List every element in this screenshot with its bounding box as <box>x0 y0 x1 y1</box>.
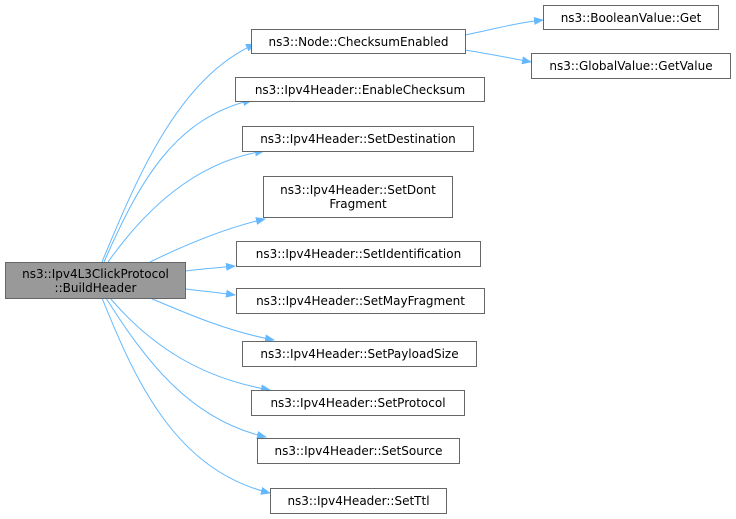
node-setsource[interactable]: ns3::Ipv4Header::SetSource <box>257 438 460 464</box>
node-setsource-label: ns3::Ipv4Header::SetSource <box>274 444 443 458</box>
node-checksumenabled-label: ns3::Node::ChecksumEnabled <box>268 34 449 49</box>
edge-root-setmayfragment <box>185 288 236 298</box>
node-setdestination[interactable]: ns3::Ipv4Header::SetDestination <box>242 126 474 152</box>
node-setmayfragment-label: ns3::Ipv4Header::SetMayFragment <box>256 294 465 308</box>
node-booleanvalue-get[interactable]: ns3::BooleanValue::Get <box>543 5 719 30</box>
node-enablechecksum[interactable]: ns3::Ipv4Header::EnableChecksum <box>235 77 485 102</box>
node-root-buildheader: ns3::Ipv4L3ClickProtocol ::BuildHeader <box>5 262 186 299</box>
edge-root-checksumenabled <box>101 43 256 263</box>
edge-root-setdestination <box>107 148 265 263</box>
node-setttl-label: ns3::Ipv4Header::SetTtl <box>287 494 430 508</box>
edge-root-setsource <box>105 297 267 439</box>
node-globalvalue-getvalue-label: ns3::GlobalValue::GetValue <box>549 59 713 73</box>
node-setdestination-label: ns3::Ipv4Header::SetDestination <box>260 132 456 146</box>
node-setmayfragment[interactable]: ns3::Ipv4Header::SetMayFragment <box>236 288 485 314</box>
edge-root-setdontfragment <box>149 217 266 263</box>
node-setprotocol[interactable]: ns3::Ipv4Header::SetProtocol <box>251 390 465 416</box>
node-setdontfragment-line1: ns3::Ipv4Header::SetDont <box>280 183 436 197</box>
node-setdontfragment-line2: Fragment <box>329 197 387 211</box>
node-setprotocol-label: ns3::Ipv4Header::SetProtocol <box>270 396 446 410</box>
node-setidentification-label: ns3::Ipv4Header::SetIdentification <box>255 247 462 261</box>
node-booleanvalue-get-label: ns3::BooleanValue::Get <box>560 10 702 25</box>
edge-root-setpayloadsize <box>149 297 275 343</box>
node-setpayloadsize[interactable]: ns3::Ipv4Header::SetPayloadSize <box>242 341 477 367</box>
node-globalvalue-getvalue[interactable]: ns3::GlobalValue::GetValue <box>531 53 731 79</box>
edge-root-setttl <box>101 297 271 495</box>
node-setdontfragment[interactable]: ns3::Ipv4Header::SetDont Fragment <box>263 176 453 218</box>
edge-root-setprotocol <box>109 297 271 393</box>
node-enablechecksum-label: ns3::Ipv4Header::EnableChecksum <box>254 82 466 97</box>
edge-checksumenabled-getvalue <box>464 49 532 65</box>
node-setpayloadsize-label: ns3::Ipv4Header::SetPayloadSize <box>260 347 459 361</box>
node-root-line2: ::BuildHeader <box>54 280 137 295</box>
node-checksumenabled[interactable]: ns3::Node::ChecksumEnabled <box>251 29 466 54</box>
edge-root-enablechecksum <box>103 98 253 263</box>
node-setttl[interactable]: ns3::Ipv4Header::SetTtl <box>270 488 447 514</box>
edge-root-setidentification <box>185 262 236 272</box>
node-root-line1: ns3::Ipv4L3ClickProtocol <box>22 266 169 281</box>
node-setidentification[interactable]: ns3::Ipv4Header::SetIdentification <box>236 241 481 267</box>
edge-checksumenabled-booleanget <box>464 16 544 36</box>
